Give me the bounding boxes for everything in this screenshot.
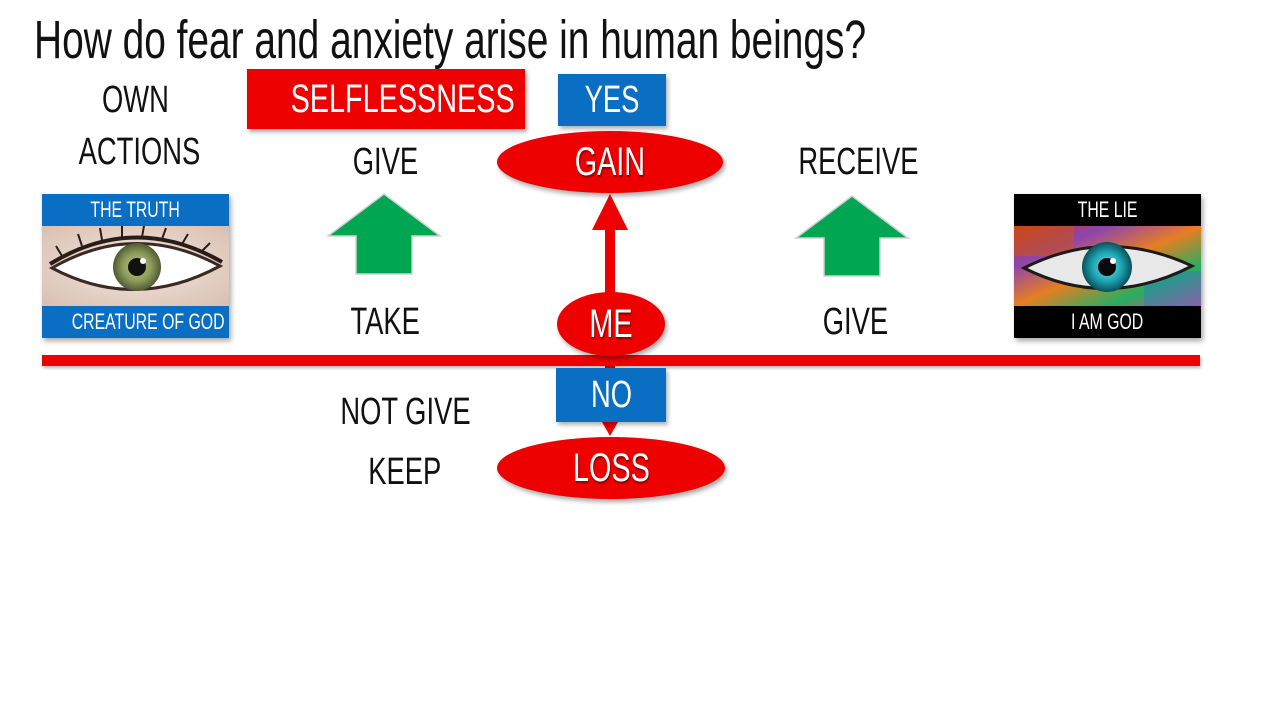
left-give-label: GIVE	[352, 141, 418, 183]
lie-card: THE LIE I AM GOD	[1014, 194, 1201, 338]
gain-ellipse: GAIN	[497, 131, 723, 193]
not-give-label: NOT GIVE	[340, 391, 471, 433]
left-take-label: TAKE	[350, 301, 420, 343]
own-actions-label: OWN ACTIONS	[78, 79, 201, 173]
page-title: How do fear and anxiety arise in human b…	[34, 10, 867, 70]
colorful-eye-icon	[1014, 226, 1201, 306]
keep-label: KEEP	[368, 451, 442, 493]
loss-ellipse: LOSS	[497, 437, 725, 499]
green-eye-icon	[42, 226, 229, 306]
yes-box: YES	[558, 74, 666, 126]
right-up-arrow-icon	[794, 195, 911, 277]
truth-card-bottom: CREATURE OF GOD	[42, 306, 229, 338]
no-box: NO	[556, 368, 666, 422]
truth-card: THE TRUTH CREATURE OF GOD	[42, 194, 229, 338]
right-give-label: GIVE	[822, 301, 888, 343]
selflessness-box: SELFLESSNESS	[247, 69, 525, 129]
lie-card-top: THE LIE	[1014, 194, 1201, 226]
me-ellipse: ME	[557, 292, 665, 356]
left-up-arrow-icon	[326, 193, 443, 275]
right-receive-label: RECEIVE	[798, 141, 919, 183]
truth-card-top: THE TRUTH	[42, 194, 229, 226]
baseline-bar	[42, 355, 1200, 366]
lie-card-bottom: I AM GOD	[1014, 306, 1201, 338]
